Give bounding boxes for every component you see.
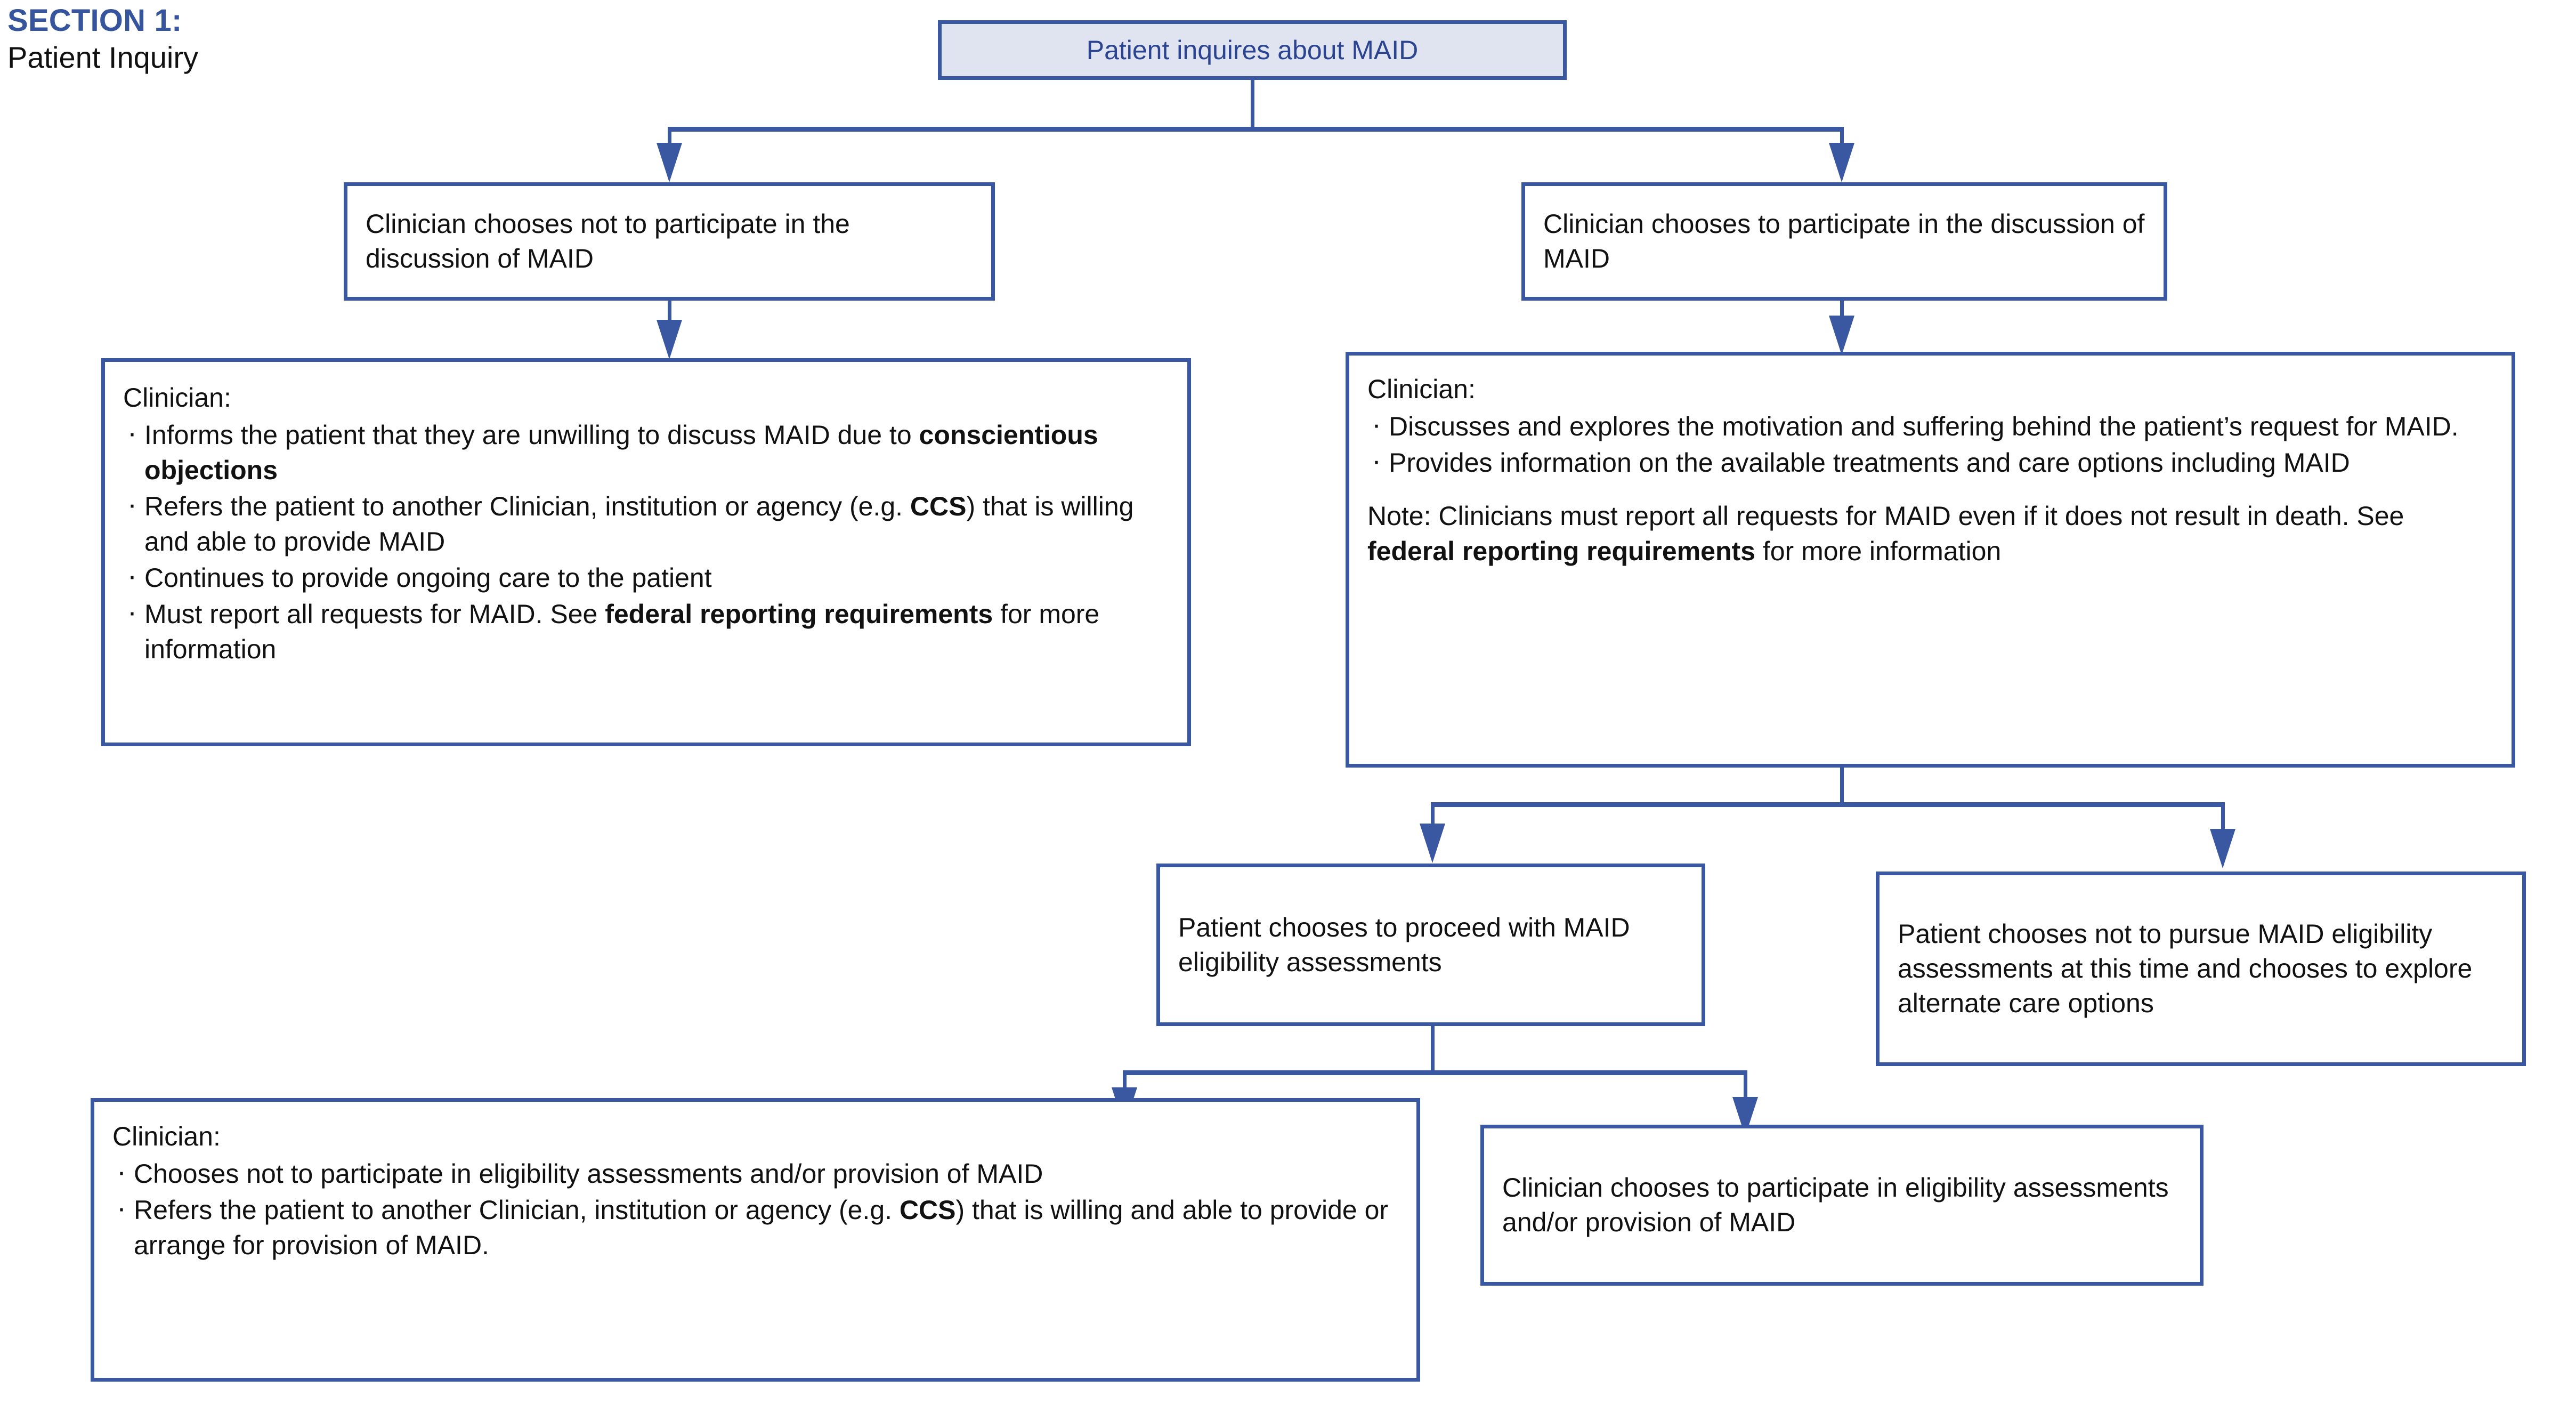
connector-second-right-drop	[2221, 802, 2225, 846]
bullet-text-pre: Informs the patient that they are unwill…	[144, 420, 919, 450]
bullet-text-pre: Must report all requests for MAID. See	[144, 599, 605, 629]
bullet-text-pre: Chooses not to participate in eligibilit…	[134, 1159, 1043, 1189]
bullet-text-pre: Provides information on the available tr…	[1389, 448, 2350, 478]
connector-root-bar	[668, 127, 1844, 132]
list-item: Chooses not to participate in eligibilit…	[112, 1153, 1400, 1191]
bullet-text-bold: CCS	[899, 1195, 956, 1225]
bullet-text-bold: federal reporting requirements	[605, 599, 993, 629]
bullet-text-post: for more information	[144, 599, 1100, 664]
bullet-text-post: ) that is willing and able to provide or…	[134, 1195, 1389, 1260]
right-detail-note: Note: Clinicians must report all request…	[1367, 498, 2496, 569]
node-patient-not-pursue-label: Patient chooses not to pursue MAID eligi…	[1898, 919, 2473, 1018]
node-left-detail[interactable]: Clinician: Informs the patient that they…	[101, 358, 1191, 746]
node-branch-left[interactable]: Clinician chooses not to participate in …	[344, 182, 995, 301]
list-item: Must report all requests for MAID. See f…	[123, 593, 1171, 667]
arrowhead-to-proceed	[1420, 824, 1445, 863]
arrowhead-to-right-detail	[1829, 316, 1854, 355]
node-bottom-right[interactable]: Clinician chooses to participate in elig…	[1480, 1125, 2204, 1286]
node-patient-not-pursue[interactable]: Patient chooses not to pursue MAID eligi…	[1876, 872, 2526, 1066]
node-right-detail[interactable]: Clinician: Discusses and explores the mo…	[1346, 352, 2515, 768]
list-item: Provides information on the available tr…	[1367, 442, 2496, 480]
node-patient-proceed[interactable]: Patient chooses to proceed with MAID eli…	[1156, 864, 1705, 1026]
connector-right-branch-to-detail	[1840, 301, 1844, 323]
list-item: Discusses and explores the motivation an…	[1367, 406, 2496, 444]
connector-third-right-drop	[1744, 1070, 1747, 1111]
bullet-text-bold: CCS	[910, 491, 967, 521]
note-text-post: for more information	[1755, 536, 2002, 566]
list-item: Informs the patient that they are unwill…	[123, 414, 1171, 488]
arrowhead-to-left-detail	[657, 320, 682, 359]
bullet-text-pre: Continues to provide ongoing care to the…	[144, 563, 712, 593]
section-header: SECTION 1: Patient Inquiry	[7, 4, 349, 74]
section-title: Patient Inquiry	[7, 40, 198, 74]
list-item: Continues to provide ongoing care to the…	[123, 557, 1171, 595]
list-item: Refers the patient to another Clinician,…	[112, 1189, 1400, 1263]
list-item: Refers the patient to another Clinician,…	[123, 486, 1171, 559]
bullet-text-bold: conscientious objections	[144, 420, 1098, 485]
node-branch-right[interactable]: Clinician chooses to participate in the …	[1521, 182, 2167, 301]
node-bottom-right-label: Clinician chooses to participate in elig…	[1502, 1173, 2169, 1237]
right-detail-bullet-list: Discusses and explores the motivation an…	[1367, 406, 2496, 480]
connector-second-split-bar	[1431, 802, 2225, 807]
connector-left-branch-to-detail	[668, 301, 671, 327]
node-branch-right-label: Clinician chooses to participate in the …	[1543, 209, 2145, 273]
left-detail-lead: Clinician:	[123, 383, 231, 413]
connector-root-stem	[1251, 80, 1254, 129]
bottom-left-lead: Clinician:	[112, 1121, 221, 1151]
bullet-text-pre: Refers the patient to another Clinician,…	[144, 491, 910, 521]
node-root[interactable]: Patient inquires about MAID	[938, 20, 1567, 80]
note-text-bold: federal reporting requirements	[1367, 536, 1755, 566]
node-bottom-left-detail[interactable]: Clinician: Chooses not to participate in…	[91, 1098, 1420, 1382]
bullet-text-pre: Refers the patient to another Clinician,…	[134, 1195, 900, 1225]
bullet-text-post: ) that is willing and able to provide MA…	[144, 491, 1134, 556]
right-detail-lead: Clinician:	[1367, 374, 1476, 404]
bullet-text-pre: Discusses and explores the motivation an…	[1389, 412, 2459, 441]
arrowhead-to-left-branch	[657, 143, 682, 182]
node-patient-proceed-label: Patient chooses to proceed with MAID eli…	[1178, 912, 1630, 977]
arrowhead-to-right-branch	[1829, 143, 1854, 182]
node-branch-left-label: Clinician chooses not to participate in …	[366, 209, 850, 273]
connector-third-split-bar	[1123, 1070, 1747, 1075]
connector-proceed-stem	[1431, 1026, 1435, 1074]
node-root-label: Patient inquires about MAID	[1086, 35, 1419, 65]
section-kicker: SECTION 1:	[7, 3, 182, 38]
note-text-pre: Note: Clinicians must report all request…	[1367, 501, 2404, 531]
connector-right-detail-stem	[1840, 768, 1844, 806]
arrowhead-to-not-pursue	[2210, 829, 2235, 868]
bottom-left-bullet-list: Chooses not to participate in eligibilit…	[112, 1153, 1400, 1263]
left-detail-bullet-list: Informs the patient that they are unwill…	[123, 414, 1171, 667]
